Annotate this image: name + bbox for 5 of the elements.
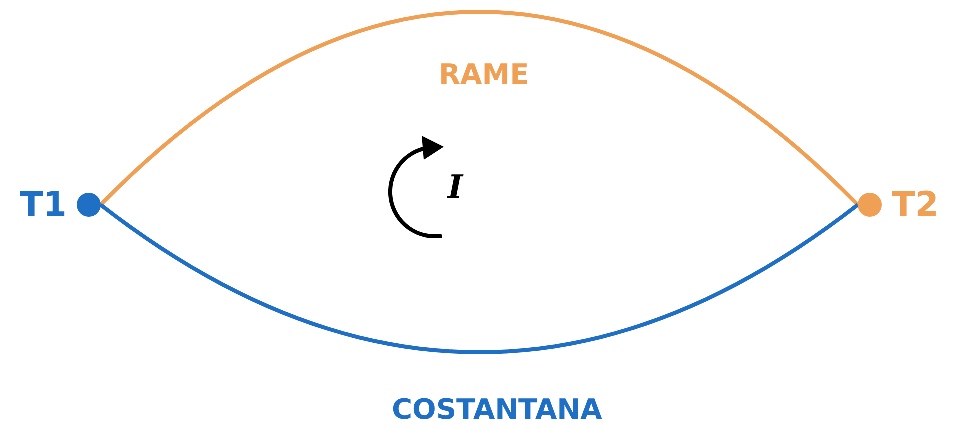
wire <box>99 10 860 206</box>
junction-label: T1 <box>20 185 67 225</box>
junction-label: T2 <box>892 185 939 225</box>
wire <box>100 203 860 354</box>
current-symbol: I <box>448 168 463 206</box>
